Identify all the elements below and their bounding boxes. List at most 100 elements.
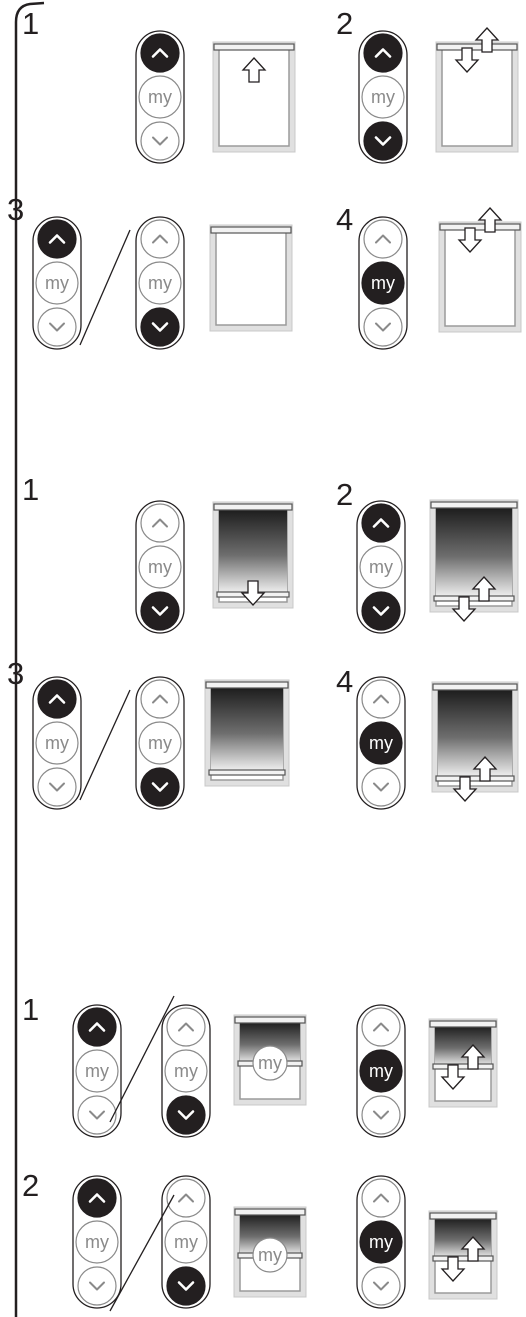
down-button[interactable]: [77, 1266, 117, 1306]
window-blind: [435, 27, 519, 153]
chevron-down-icon: [49, 782, 65, 792]
remote-control[interactable]: my: [161, 1004, 211, 1138]
bottom-rail: [435, 775, 515, 782]
remote-control[interactable]: my: [32, 216, 82, 350]
chevron-up-icon: [48, 694, 66, 704]
up-button[interactable]: [361, 679, 401, 719]
remote-control[interactable]: my: [358, 30, 408, 164]
remote-control[interactable]: my: [135, 216, 185, 350]
up-button[interactable]: [37, 219, 77, 259]
my-button[interactable]: [359, 1220, 403, 1264]
up-button[interactable]: [140, 503, 180, 543]
up-button[interactable]: [140, 219, 180, 259]
up-button[interactable]: [363, 33, 403, 73]
up-button[interactable]: [37, 679, 77, 719]
my-button[interactable]: [138, 545, 182, 589]
down-button[interactable]: [140, 767, 180, 807]
chevron-up-icon: [88, 1193, 106, 1203]
down-button[interactable]: [140, 121, 180, 161]
chevron-down-icon: [49, 322, 65, 332]
down-button[interactable]: [361, 767, 401, 807]
up-button[interactable]: [140, 33, 180, 73]
head-rail: [429, 1020, 497, 1028]
head-rail: [429, 1212, 497, 1220]
up-button[interactable]: [361, 503, 401, 543]
my-button[interactable]: [359, 721, 403, 765]
my-label: my: [369, 557, 393, 577]
my-badge-label: my: [258, 1245, 282, 1265]
chevron-down-icon: [177, 1281, 195, 1291]
up-arrow-icon: [474, 27, 500, 53]
head-rail: [430, 501, 518, 509]
my-button[interactable]: [361, 75, 405, 119]
down-button[interactable]: [166, 1266, 206, 1306]
up-button[interactable]: [361, 1178, 401, 1218]
up-button[interactable]: [77, 1007, 117, 1047]
my-button[interactable]: [359, 545, 403, 589]
my-button[interactable]: [75, 1220, 119, 1264]
down-button[interactable]: [140, 591, 180, 631]
remote-control[interactable]: my: [356, 500, 406, 634]
my-button[interactable]: [35, 721, 79, 765]
blind-fabric: [435, 1217, 491, 1259]
down-arrow-icon: [451, 596, 477, 622]
remote-control[interactable]: my: [358, 216, 408, 350]
head-rail: [205, 681, 289, 689]
down-button[interactable]: [363, 307, 403, 347]
bottom-rail: [432, 1063, 494, 1070]
chevron-up-icon: [373, 1193, 389, 1203]
up-button[interactable]: [166, 1178, 206, 1218]
remote-control[interactable]: my: [356, 676, 406, 810]
my-label: my: [148, 273, 172, 293]
step-number: 3: [7, 192, 24, 227]
my-button[interactable]: [138, 721, 182, 765]
up-button[interactable]: [361, 1007, 401, 1047]
up-button[interactable]: [166, 1007, 206, 1047]
my-button[interactable]: [361, 261, 405, 305]
down-button[interactable]: [363, 121, 403, 161]
chevron-up-icon: [152, 234, 168, 244]
step-number: 4: [336, 664, 353, 699]
down-button[interactable]: [361, 1095, 401, 1135]
down-button[interactable]: [361, 1266, 401, 1306]
remote-control[interactable]: my: [135, 30, 185, 164]
up-button[interactable]: [77, 1178, 117, 1218]
my-button[interactable]: [164, 1049, 208, 1093]
remote-control[interactable]: my: [72, 1175, 122, 1309]
remote-control[interactable]: my: [135, 676, 185, 810]
left-edge-bracket: [14, 1, 45, 1317]
down-button[interactable]: [140, 307, 180, 347]
my-label: my: [174, 1061, 198, 1081]
down-button[interactable]: [77, 1095, 117, 1135]
window-blind: [429, 499, 519, 622]
step-number: 1: [22, 472, 39, 507]
up-button[interactable]: [363, 219, 403, 259]
remote-control[interactable]: my: [72, 1004, 122, 1138]
my-button[interactable]: [164, 1220, 208, 1264]
chevron-down-icon: [151, 782, 169, 792]
my-button[interactable]: [359, 1049, 403, 1093]
remote-control[interactable]: my: [32, 676, 82, 810]
down-button[interactable]: [37, 767, 77, 807]
remote-control[interactable]: my: [161, 1175, 211, 1309]
head-rail: [234, 1016, 306, 1024]
blind-fabric: [219, 508, 287, 594]
my-label: my: [148, 733, 172, 753]
step-number: 2: [22, 1168, 39, 1203]
my-button[interactable]: [75, 1049, 119, 1093]
down-button[interactable]: [361, 591, 401, 631]
my-label: my: [371, 273, 395, 293]
down-button[interactable]: [166, 1095, 206, 1135]
remote-control[interactable]: my: [135, 500, 185, 634]
my-button[interactable]: [138, 261, 182, 305]
remote-control[interactable]: my: [356, 1004, 406, 1138]
up-button[interactable]: [140, 679, 180, 719]
my-button[interactable]: [138, 75, 182, 119]
my-button[interactable]: [35, 261, 79, 305]
down-button[interactable]: [37, 307, 77, 347]
remote-control[interactable]: my: [356, 1175, 406, 1309]
bottom-rail: [432, 1255, 494, 1262]
chevron-up-icon: [151, 48, 169, 58]
down-arrow-icon: [454, 47, 480, 73]
window-blind: my: [233, 1014, 307, 1106]
